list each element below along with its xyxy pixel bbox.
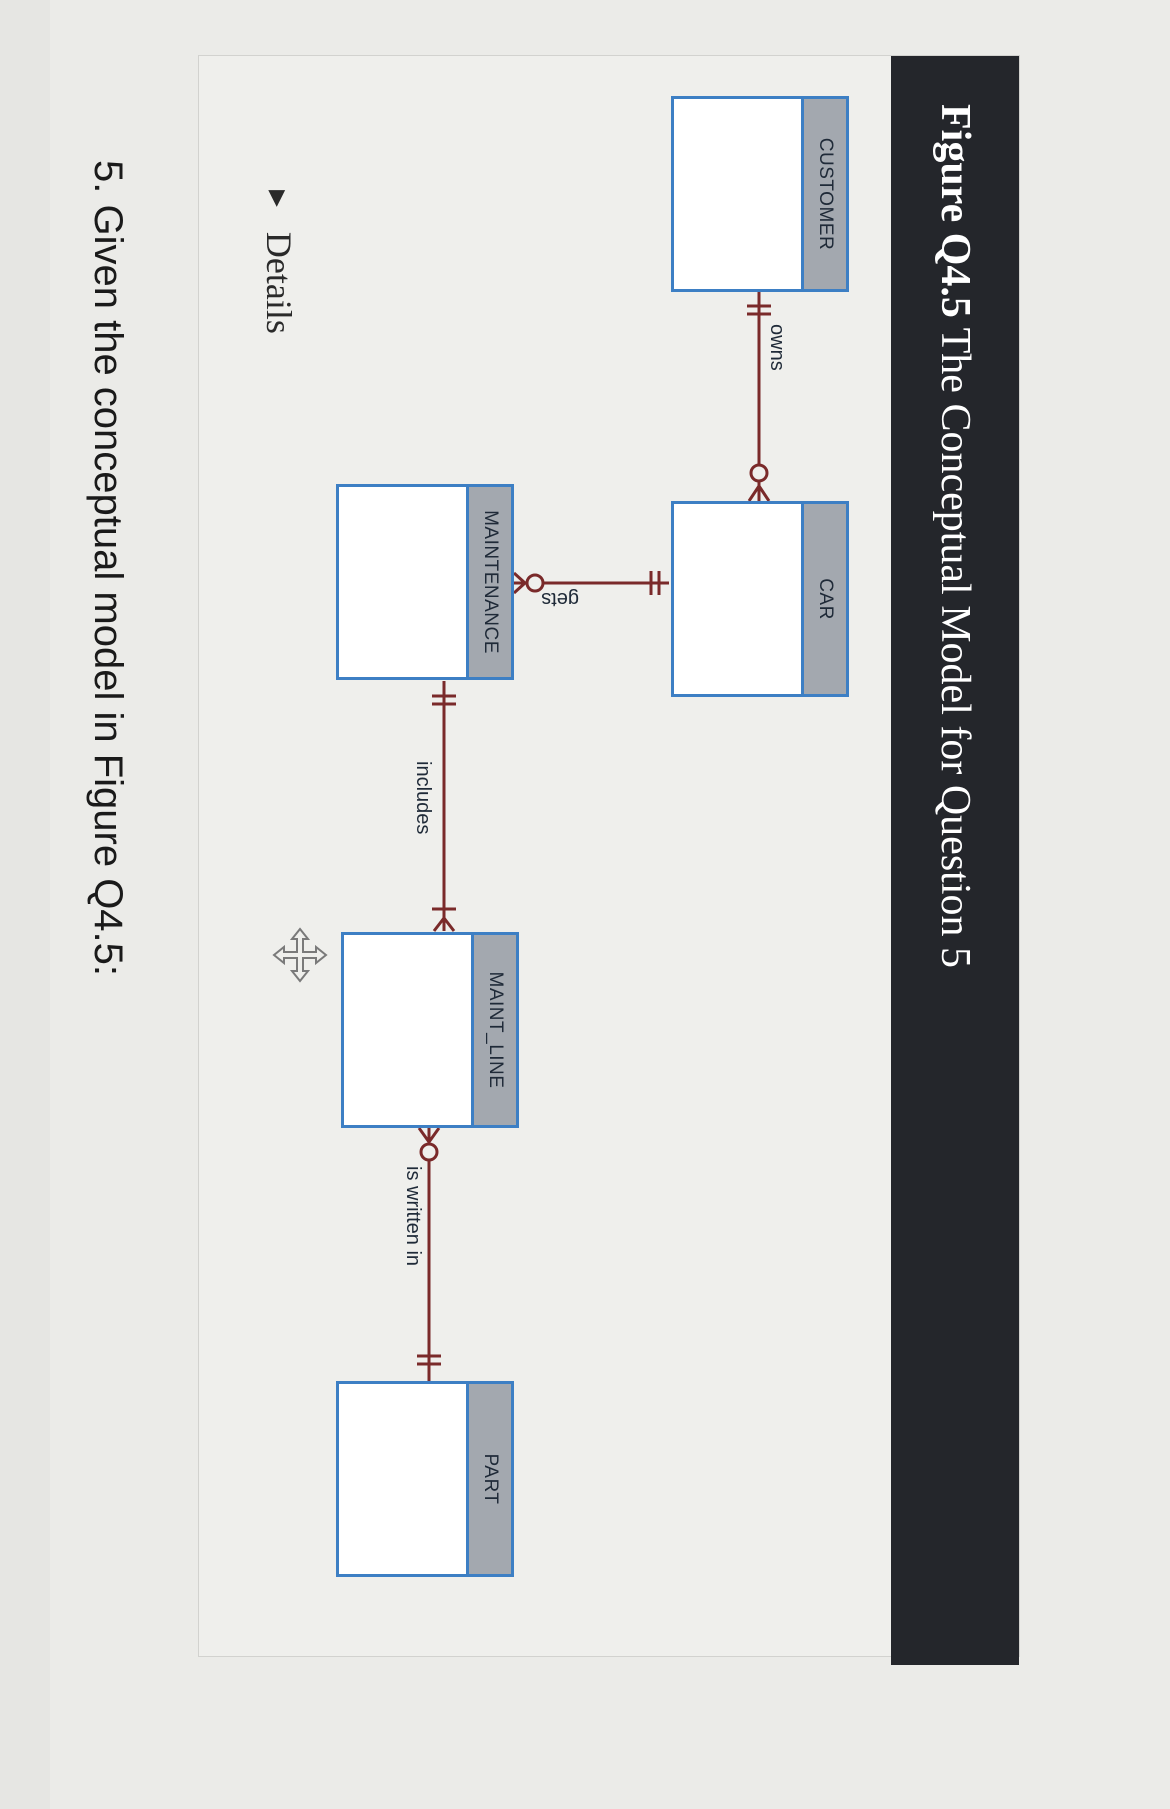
entity-maintenance-name: MAINTENANCE: [466, 487, 511, 677]
question-text: Given the conceptual model in Figure Q4.…: [86, 204, 130, 977]
is-written-in-label: is written in: [402, 1166, 424, 1266]
disclosure-triangle-icon: ▶: [266, 190, 291, 207]
includes-label: includes: [412, 761, 434, 834]
entity-maintenance: MAINTENANCE: [336, 484, 514, 680]
entity-maint-line-name: MAINT_LINE: [471, 935, 516, 1125]
entity-part-name: PART: [466, 1384, 511, 1574]
move-cursor-icon: [272, 927, 328, 983]
figure-card: Figure Q4.5 The Conceptual Model for Que…: [198, 55, 1020, 1665]
entity-customer: CUSTOMER: [671, 96, 849, 292]
entity-customer-name: CUSTOMER: [801, 99, 846, 289]
details-toggle[interactable]: ▶ Details: [258, 190, 300, 334]
question-number: 5.: [86, 160, 130, 194]
gets-label: gets: [541, 588, 579, 610]
owns-label: owns: [766, 324, 788, 371]
relationship-lines: owns gets includes is written in: [402, 286, 788, 1381]
screen-edge: [0, 0, 50, 1809]
entity-car: CAR: [671, 501, 849, 697]
is-written-in-optional-circle: [419, 1142, 439, 1162]
entity-car-name: CAR: [801, 504, 846, 694]
entity-maint-line: MAINT_LINE: [341, 932, 519, 1128]
details-label: Details: [259, 231, 299, 334]
owns-optional-circle: [749, 463, 769, 483]
question-prompt: 5. Given the conceptual model in Figure …: [85, 160, 130, 976]
gets-optional-circle: [525, 573, 545, 593]
entity-part: PART: [336, 1381, 514, 1577]
